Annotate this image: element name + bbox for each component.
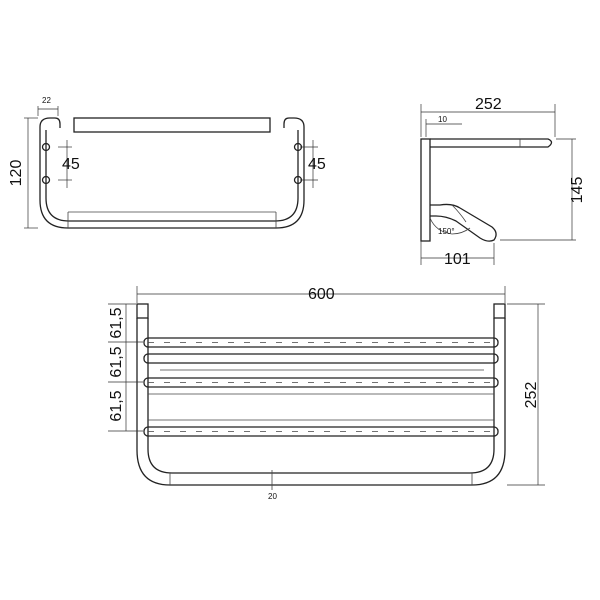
top-dim-width: 600 xyxy=(308,286,335,303)
front-dim-left-hole: 45 xyxy=(62,156,80,173)
side-dim-angle: 150° xyxy=(438,227,455,236)
side-dim-plate: 10 xyxy=(438,115,447,124)
top-dim-depth: 252 xyxy=(523,382,540,409)
top-dim-bottom: 20 xyxy=(268,492,277,501)
top-dim-pitch-1: 61,5 xyxy=(108,307,125,338)
front-dim-top: 22 xyxy=(42,96,51,105)
front-view: 22 120 45 45 xyxy=(8,96,326,229)
side-dim-bottom: 101 xyxy=(444,251,471,268)
side-view: 252 10 145 150° 101 xyxy=(420,96,586,268)
side-dim-height: 145 xyxy=(569,177,586,204)
top-view: 600 252 61,5 61,5 61,5 20 xyxy=(108,286,545,501)
top-dim-pitch-3: 61,5 xyxy=(108,390,125,421)
side-dim-depth: 252 xyxy=(475,96,502,113)
front-dim-right-hole: 45 xyxy=(308,156,326,173)
front-dim-height: 120 xyxy=(8,160,25,187)
top-dim-pitch-2: 61,5 xyxy=(108,346,125,377)
